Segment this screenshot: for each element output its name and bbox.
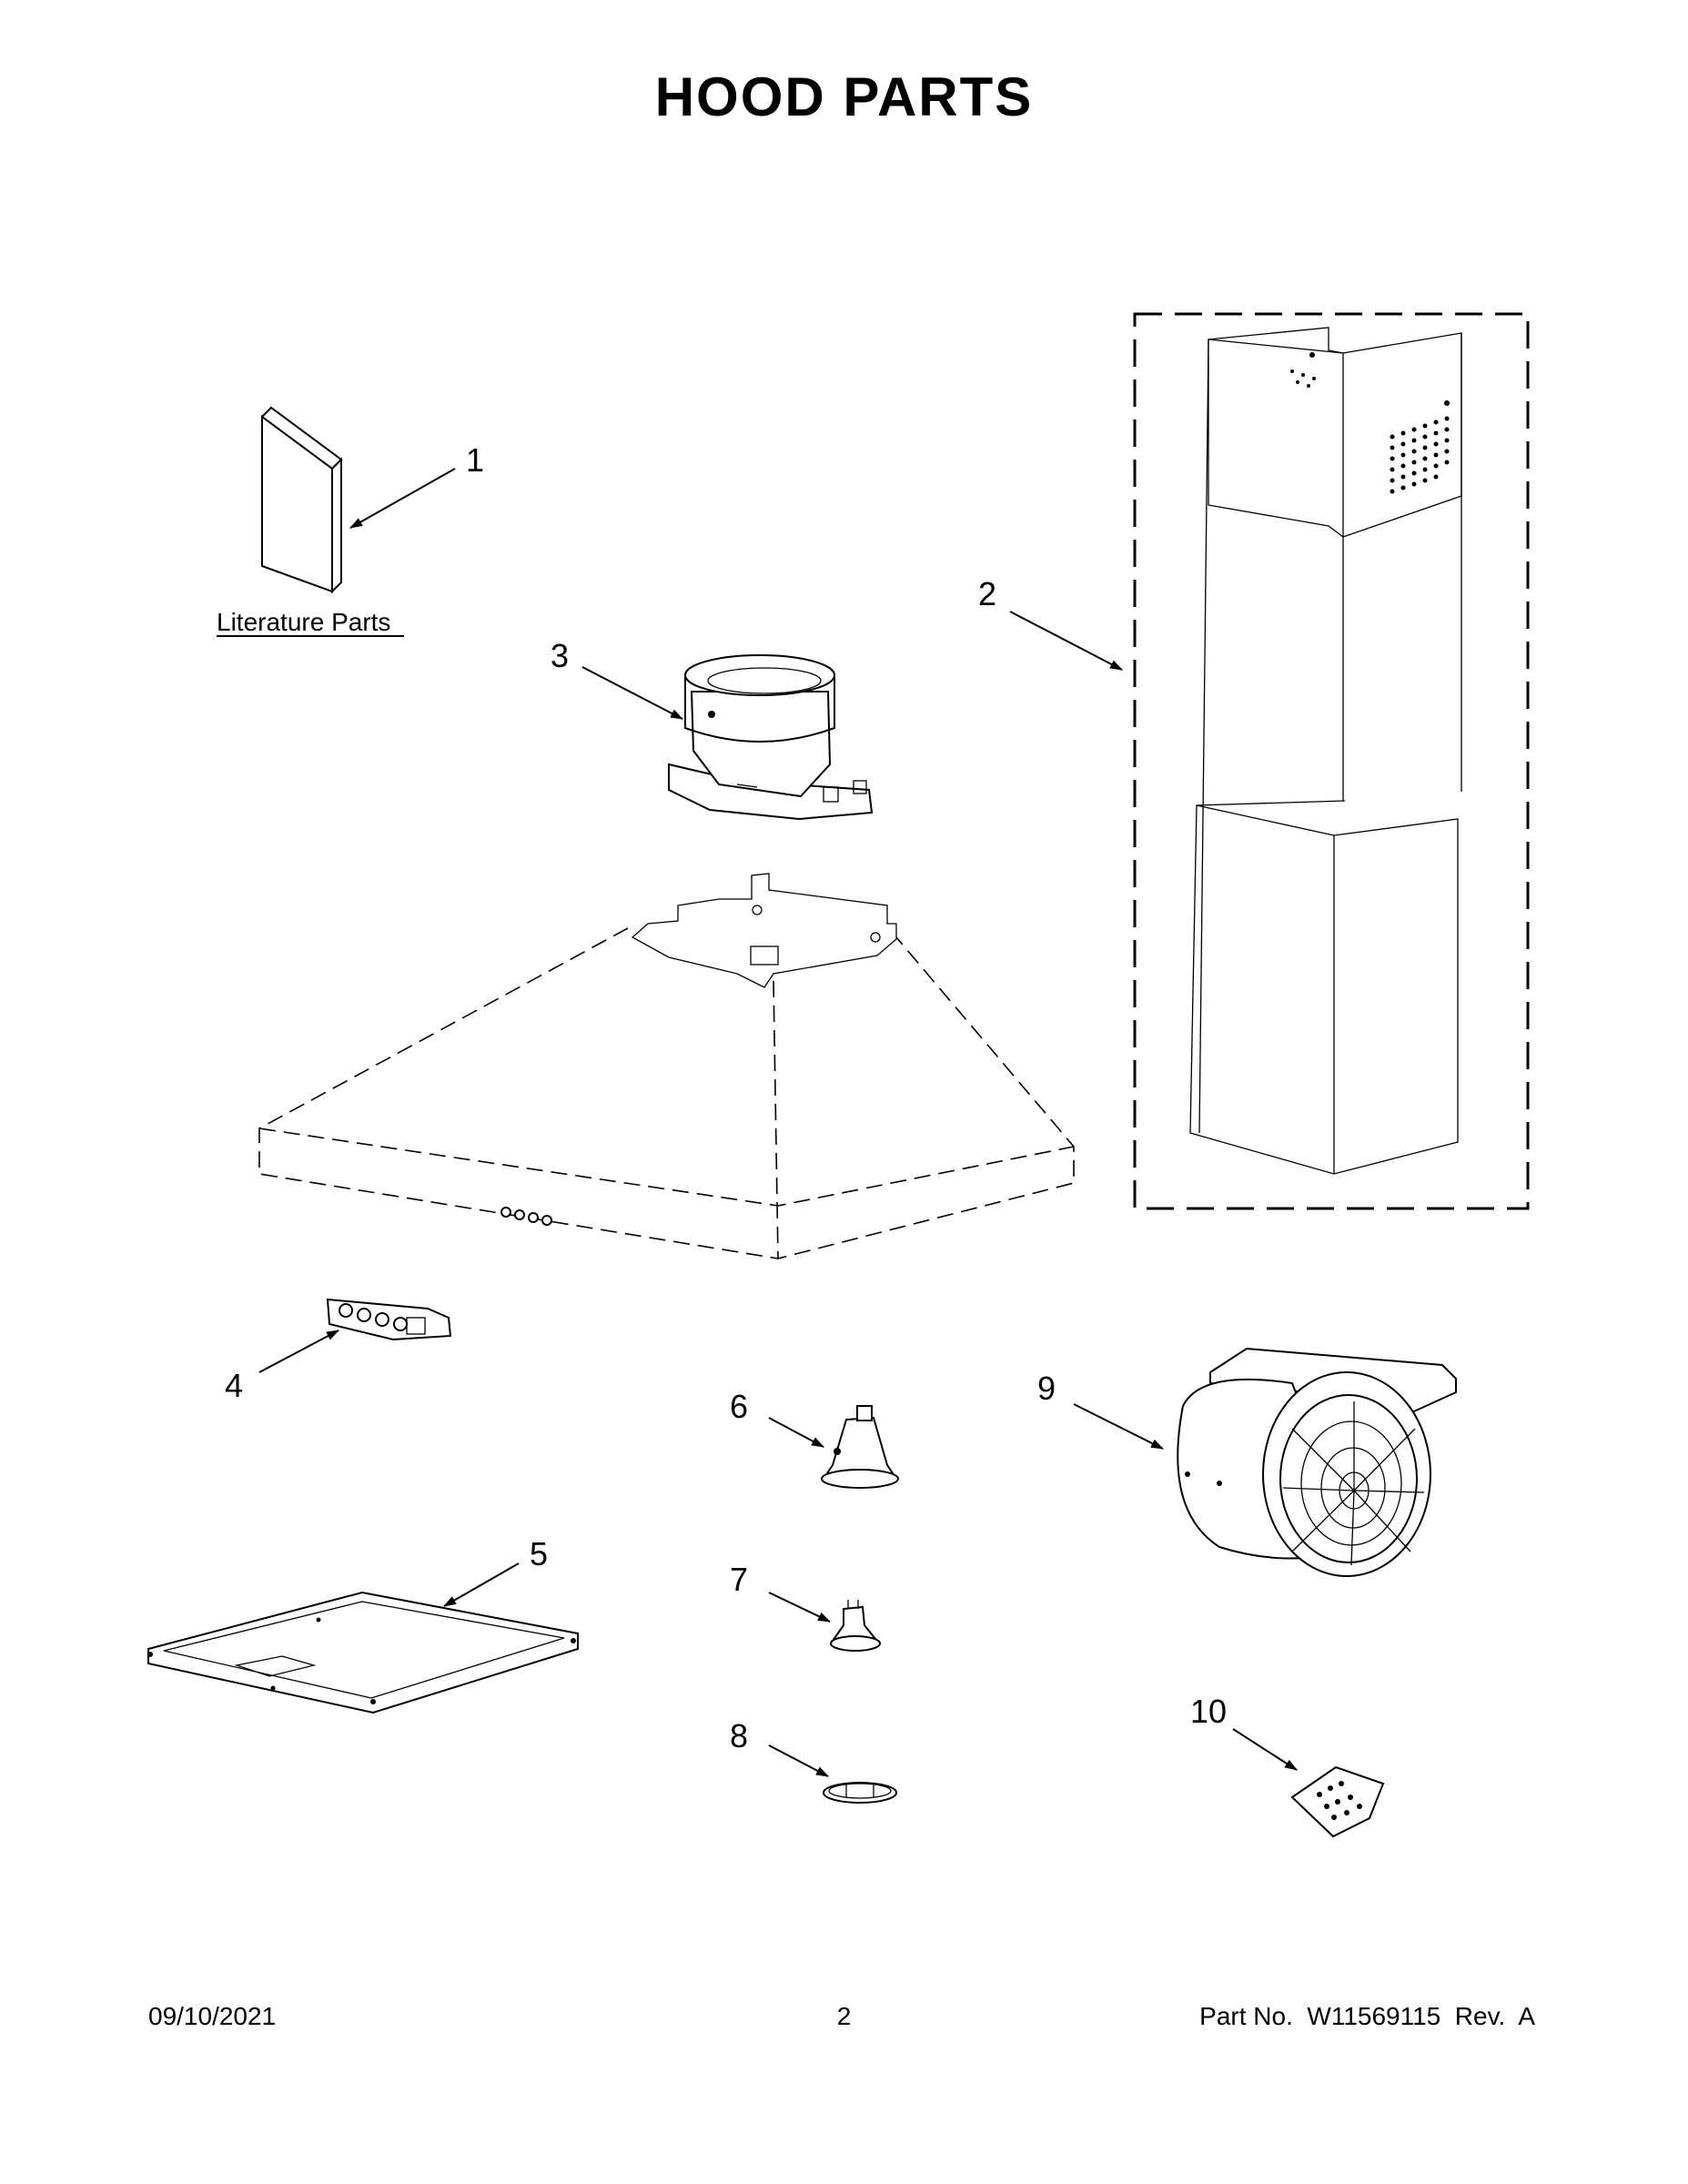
callout-9: 9 bbox=[1037, 1370, 1056, 1407]
callout-9-arrow bbox=[1073, 1403, 1164, 1450]
duct-adapter-part bbox=[668, 654, 874, 821]
blower-motor-part bbox=[1177, 1347, 1457, 1577]
literature-manual-part bbox=[260, 406, 343, 594]
callout-10-arrow bbox=[1232, 1728, 1298, 1771]
callout-7: 7 bbox=[730, 1561, 748, 1598]
literature-parts-label: Literature Parts bbox=[217, 608, 390, 636]
callout-8-arrow bbox=[768, 1744, 829, 1777]
retaining-ring-part bbox=[823, 1782, 897, 1804]
footer-date: 09/10/2021 bbox=[148, 2002, 277, 2030]
page-title: HOOD PARTS bbox=[654, 66, 1034, 127]
hardware-bag-part bbox=[1290, 1765, 1385, 1838]
callout-5-arrow bbox=[443, 1562, 520, 1607]
grease-filter-part bbox=[147, 1591, 579, 1714]
callout-6: 6 bbox=[730, 1388, 748, 1425]
callout-7-arrow bbox=[768, 1592, 831, 1623]
hood-canopy-reference bbox=[258, 873, 1075, 1259]
callout-2: 2 bbox=[978, 575, 996, 612]
callout-5: 5 bbox=[530, 1535, 548, 1572]
callout-3-arrow bbox=[581, 666, 683, 720]
callout-1: 1 bbox=[466, 441, 484, 479]
callout-4-arrow bbox=[258, 1330, 339, 1373]
callout-6-arrow bbox=[768, 1417, 824, 1448]
callout-3: 3 bbox=[551, 637, 569, 674]
callout-8: 8 bbox=[730, 1717, 748, 1754]
callout-2-arrow bbox=[1009, 611, 1123, 671]
callout-10: 10 bbox=[1190, 1693, 1227, 1730]
callout-1-arrow bbox=[349, 468, 456, 529]
footer-page-number: 2 bbox=[836, 2002, 852, 2030]
light-bulb-part bbox=[829, 1600, 881, 1652]
chimney-group-box bbox=[1133, 312, 1530, 1210]
switch-assembly-part bbox=[326, 1298, 452, 1341]
callout-4: 4 bbox=[225, 1367, 243, 1404]
lamp-socket-part bbox=[821, 1405, 899, 1489]
chimney-cover-part bbox=[1189, 327, 1462, 1175]
footer-part-number: Part No. W11569115 Rev. A bbox=[1199, 2002, 1535, 2030]
